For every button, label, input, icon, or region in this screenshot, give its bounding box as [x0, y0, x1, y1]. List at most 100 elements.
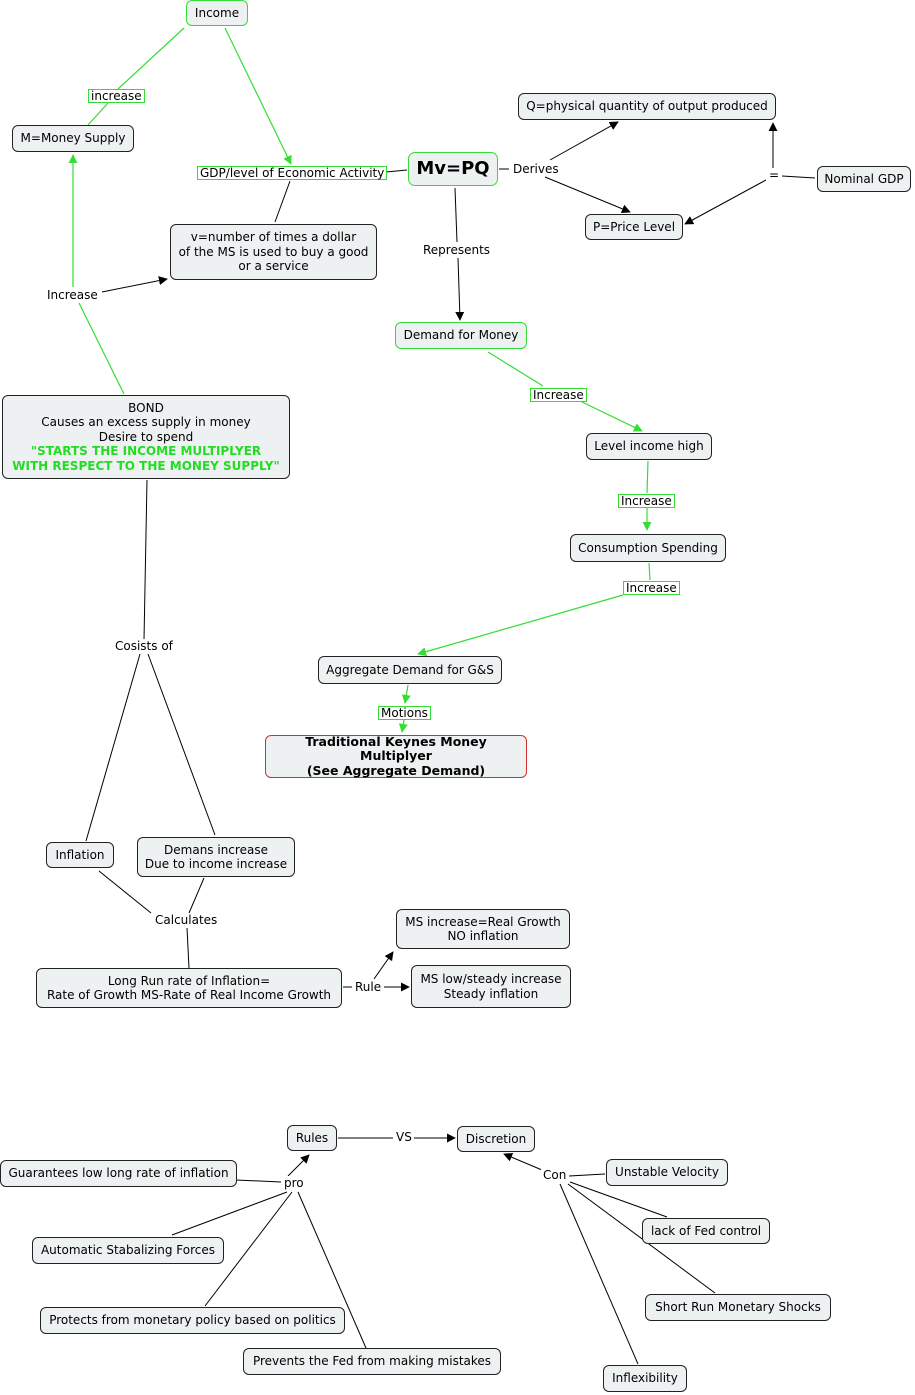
inflexibility-node[interactable]: Inflexibility — [603, 1365, 687, 1392]
edge-unstable-con — [568, 1173, 606, 1177]
money-supply-node[interactable]: M=Money Supply — [12, 125, 134, 152]
short-run-shocks-node[interactable]: Short Run Monetary Shocks — [645, 1294, 831, 1321]
edge-con-discretion — [503, 1152, 543, 1171]
ms-real-growth-line-2: NO inflation — [447, 929, 519, 943]
edge-represents-demand — [455, 257, 465, 321]
link-label-calculates: Calculates — [153, 913, 220, 927]
edge-levelincome-increase — [646, 460, 649, 494]
edge-calculates-longrun — [186, 927, 190, 969]
edge-rule-msreal — [373, 951, 394, 980]
guarantees-node[interactable]: Guarantees low long rate of inflation — [0, 1160, 237, 1187]
long-run-line-1: Long Run rate of Inflation= — [107, 973, 271, 988]
price-level-node[interactable]: P=Price Level — [585, 214, 683, 240]
edge-derives-q — [549, 121, 619, 161]
edge-increase-velocity — [101, 276, 168, 293]
link-label-increase-demand: Increase — [530, 388, 587, 402]
edge-cosists-inflation — [85, 653, 141, 842]
rules-node[interactable]: Rules — [287, 1125, 337, 1151]
discretion-node[interactable]: Discretion — [457, 1126, 535, 1152]
edge-demand-increase — [487, 351, 544, 387]
link-label-increase-consumption: Increase — [623, 581, 680, 595]
edge-automatic-pro — [171, 1191, 288, 1236]
ms-low-line-1: MS low/steady increase — [420, 972, 562, 986]
ms-low-steady-node[interactable]: MS low/steady increase Steady inflation — [411, 965, 571, 1008]
demans-increase-node[interactable]: Demans increase Due to income increase — [137, 837, 295, 877]
velocity-line-1: v=number of times a dollar — [190, 230, 357, 245]
bond-line-2: Causes an excess supply in money — [41, 415, 251, 430]
edge-inflation-calculates — [98, 870, 152, 914]
edge-bond-increase — [78, 302, 125, 395]
demans-line-1: Demans increase — [164, 842, 268, 857]
link-label-represents: Represents — [421, 243, 493, 257]
income-node[interactable]: Income — [186, 0, 248, 26]
bond-line-3: Desire to spend — [98, 429, 194, 444]
edge-gdp-velocity — [274, 180, 291, 223]
link-label-derives: Derives — [511, 162, 561, 176]
edge-derives-p — [544, 176, 631, 214]
link-label-cosists-of: Cosists of — [113, 639, 175, 653]
link-label-pro: pro — [282, 1176, 306, 1190]
edge-equals-p — [684, 179, 767, 225]
ms-real-growth-line-1: MS increase=Real Growth — [405, 914, 561, 929]
link-label-equals: = — [767, 168, 782, 182]
keynes-multiplier-node[interactable]: Traditional Keynes Money Multiplyer (See… — [265, 733, 527, 778]
velocity-line-3: or a service — [238, 259, 309, 274]
edge-motions-keynes — [398, 719, 408, 733]
bond-highlight-line-2: WITH RESPECT TO THE MONEY SUPPLY" — [12, 458, 280, 473]
edge-income-gdp — [224, 27, 292, 165]
link-label-increase-level: Increase — [618, 494, 675, 508]
edge-shortrun-con — [567, 1183, 716, 1294]
long-run-line-2: Rate of Growth MS-Rate of Real Income Gr… — [46, 988, 332, 1002]
edge-increase-aggregate — [417, 594, 624, 657]
edge-protects-pro — [204, 1191, 293, 1307]
edge-prevents-pro — [297, 1191, 367, 1349]
edge-lackfed-con — [569, 1181, 668, 1218]
edge-increase-moneysupply — [87, 102, 109, 126]
keynes-line-1: Traditional Keynes Money Multiplyer — [305, 733, 487, 764]
bond-highlight-line-1: "STARTS THE INCOME MULTIPLYER — [30, 444, 262, 459]
mvpq-node[interactable]: Mv=PQ — [408, 152, 498, 186]
link-label-vs: VS — [394, 1130, 414, 1144]
consumption-spending-node[interactable]: Consumption Spending — [570, 534, 726, 562]
demans-line-2: Due to income increase — [144, 857, 288, 871]
unstable-velocity-node[interactable]: Unstable Velocity — [606, 1159, 728, 1186]
edge-guarantees-pro — [235, 1179, 282, 1183]
edge-mvpq-gdp — [385, 169, 408, 173]
bond-line-1: BOND — [128, 400, 164, 415]
edge-income-increase — [117, 27, 185, 90]
edge-consumption-increase — [648, 562, 651, 581]
prevents-mistakes-node[interactable]: Prevents the Fed from making mistakes — [243, 1348, 501, 1375]
automatic-stabilizing-node[interactable]: Automatic Stabalizing Forces — [32, 1237, 224, 1264]
bond-node[interactable]: BOND Causes an excess supply in money De… — [2, 395, 290, 479]
long-run-inflation-node[interactable]: Long Run rate of Inflation= Rate of Grow… — [36, 968, 342, 1008]
edge-pro-rules — [287, 1154, 310, 1177]
link-label-increase-velocity: Increase — [45, 288, 100, 302]
q-output-node[interactable]: Q=physical quantity of output produced — [518, 93, 776, 120]
edge-increase-levelincome — [579, 400, 643, 432]
protects-politics-node[interactable]: Protects from monetary policy based on p… — [40, 1307, 345, 1334]
edge-cosists-demans — [147, 653, 216, 836]
inflation-node[interactable]: Inflation — [46, 842, 114, 868]
edge-inflexibility-con — [559, 1183, 639, 1365]
nominal-gdp-node[interactable]: Nominal GDP — [817, 166, 911, 192]
demand-for-money-node[interactable]: Demand for Money — [395, 322, 527, 349]
velocity-node[interactable]: v=number of times a dollar of the MS is … — [170, 224, 377, 280]
keynes-line-2: (See Aggregate Demand) — [306, 762, 486, 778]
aggregate-demand-node[interactable]: Aggregate Demand for G&S — [318, 656, 502, 684]
velocity-line-2: of the MS is used to buy a good — [178, 244, 369, 259]
link-label-con: Con — [541, 1168, 569, 1182]
lack-fed-control-node[interactable]: lack of Fed control — [642, 1218, 770, 1244]
ms-low-line-2: Steady inflation — [443, 986, 539, 1001]
gdp-level-node[interactable]: GDP/level of Economic Activity — [197, 166, 388, 180]
edge-mvpq-represents — [454, 187, 458, 243]
edge-nominal-equals — [781, 175, 816, 179]
edge-bond-cosists — [143, 479, 148, 641]
link-label-increase-income: increase — [88, 89, 145, 103]
link-label-motions: Motions — [378, 706, 431, 720]
ms-real-growth-node[interactable]: MS increase=Real Growth NO inflation — [396, 909, 570, 949]
link-label-rule: Rule — [353, 980, 384, 994]
edge-aggregate-motions — [401, 684, 411, 704]
edge-demans-calculates — [188, 877, 205, 914]
level-income-high-node[interactable]: Level income high — [586, 433, 712, 460]
